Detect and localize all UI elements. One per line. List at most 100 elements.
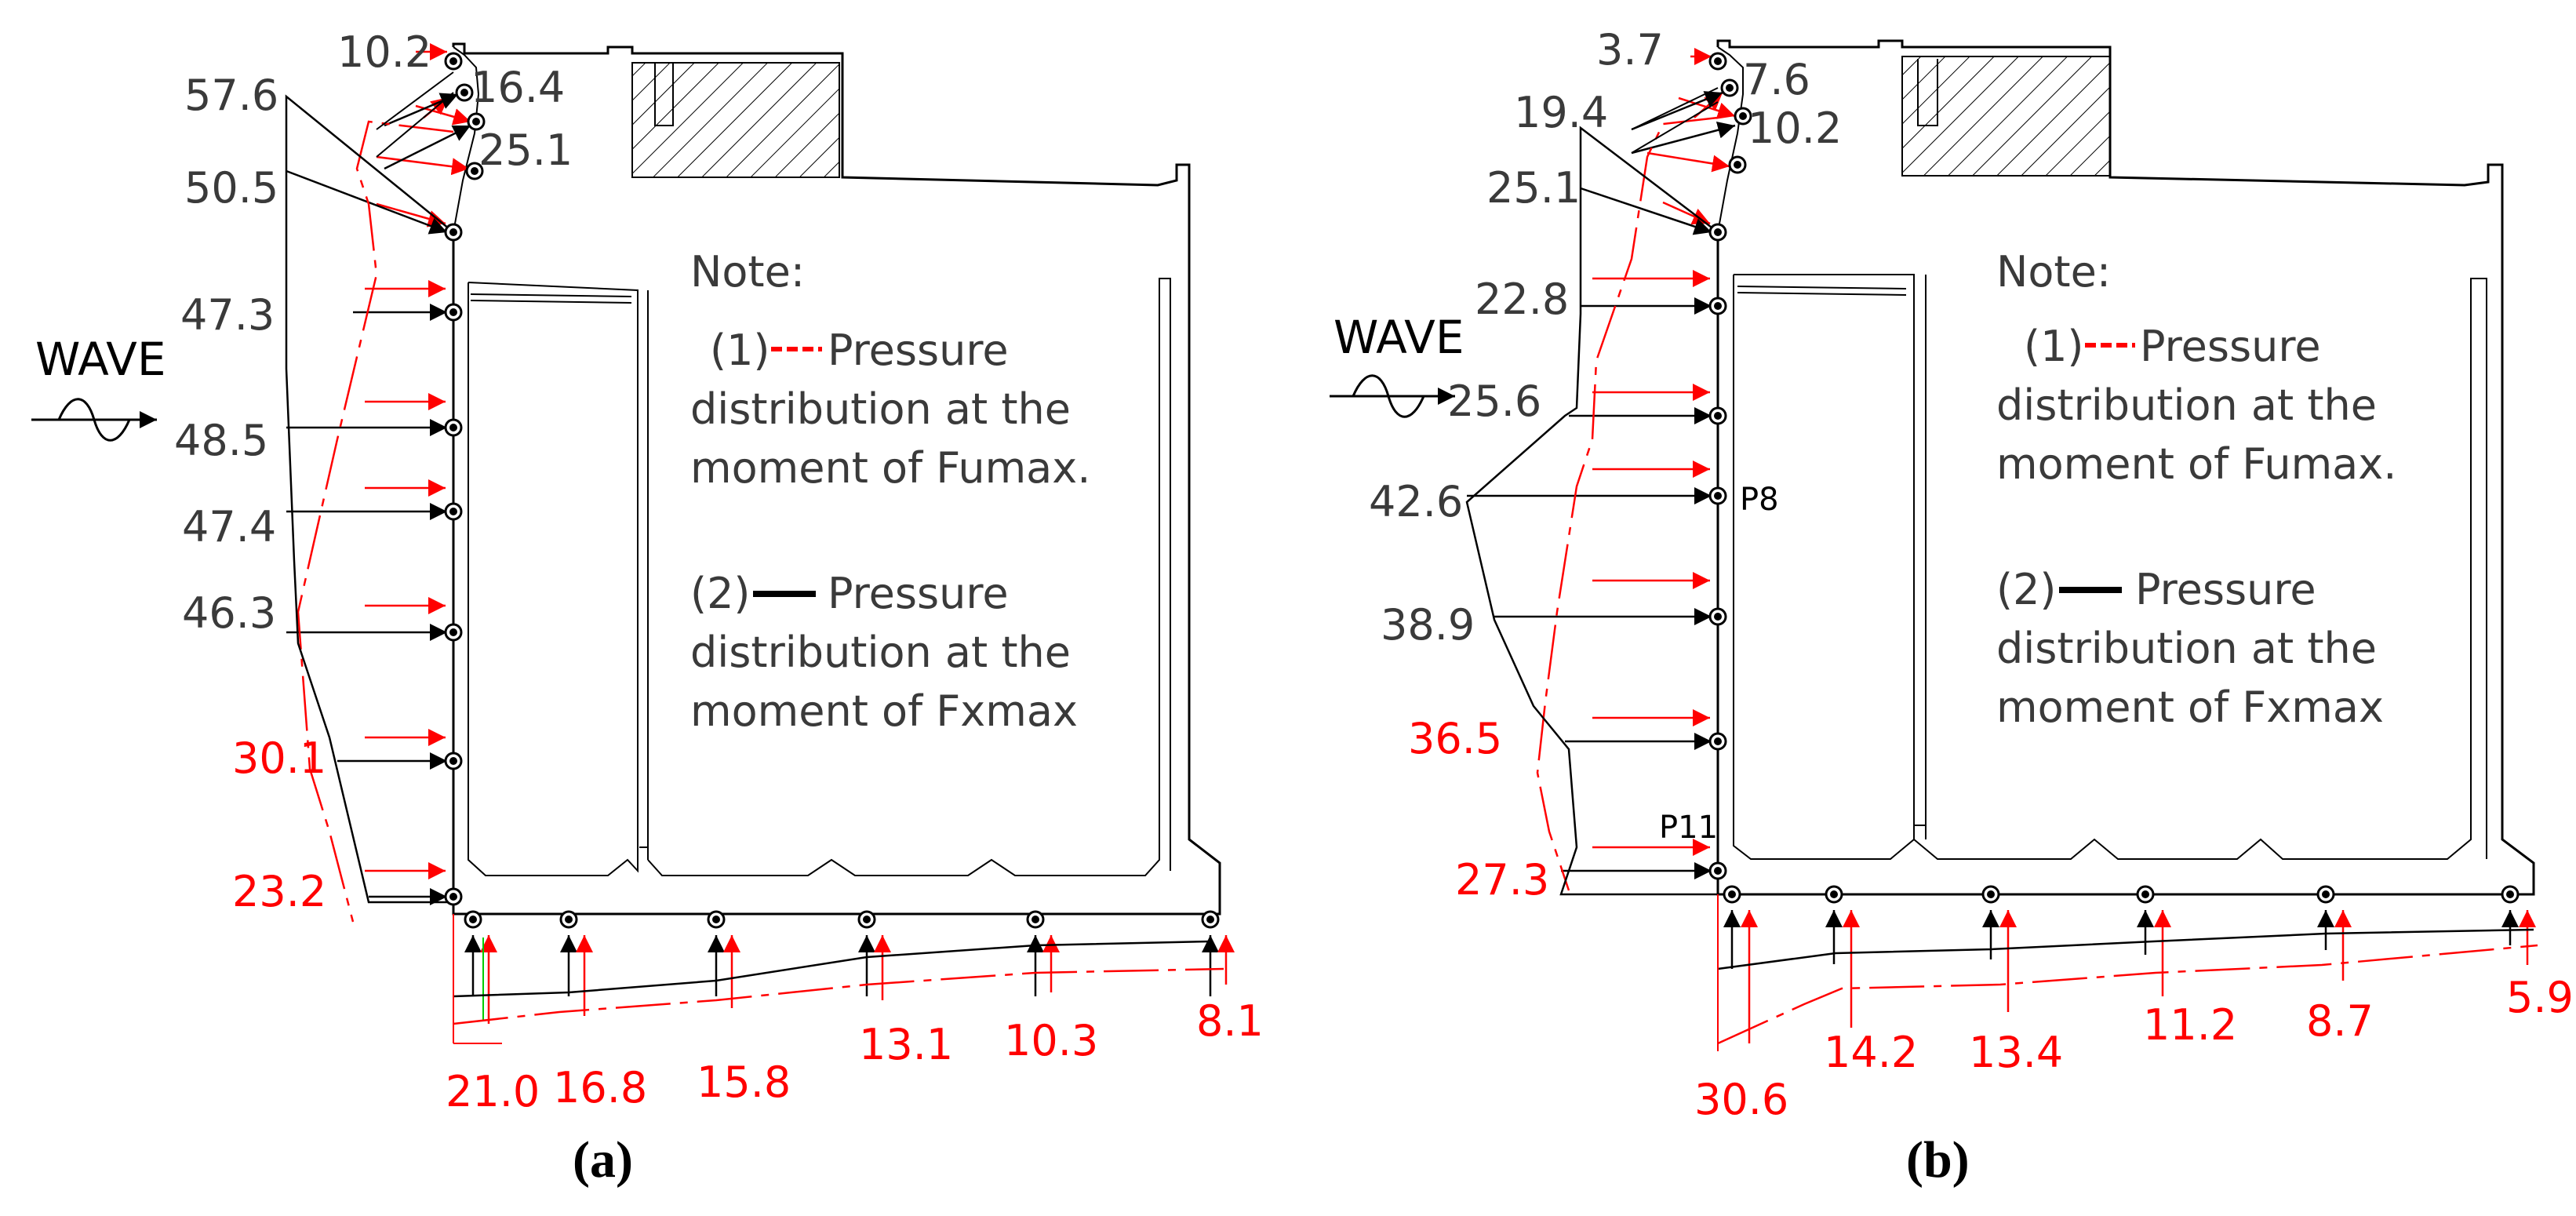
gauge-point-center: [1714, 57, 1722, 65]
note-item1-num: (1): [2024, 322, 2084, 371]
note-line1b: moment of Fumax.: [1996, 439, 2396, 489]
note-item2-num: (2): [690, 569, 751, 618]
gauge-point-center: [449, 628, 457, 636]
point-label-p8: P8: [1740, 482, 1779, 518]
base-labels-b: 30.6 14.2 13.4 11.2 8.7 5.9: [1694, 973, 2574, 1124]
base-left-red-a: [453, 914, 502, 1044]
base-label-b-1: 30.6: [1694, 1075, 1788, 1124]
fxmax-envelope-a: [285, 94, 454, 904]
point-labels-b: P8 P11: [1659, 482, 1779, 846]
label-b-p9: 38.9: [1381, 600, 1475, 650]
note-line2a: distribution at the: [690, 628, 1071, 677]
base-labels-a: 21.0 16.8 15.8 13.1 10.3 8.1: [446, 996, 1264, 1116]
label-a-p4: 57.6: [184, 71, 278, 120]
label-b-p4: 10.2: [1748, 104, 1842, 153]
gauge-point-center: [1714, 867, 1722, 875]
note-line1b: moment of Fumax.: [690, 443, 1090, 493]
note-item2-text: Pressure: [2135, 565, 2316, 614]
note-line2b: moment of Fxmax: [690, 686, 1078, 736]
base-label-a-5: 10.3: [1004, 1016, 1098, 1065]
label-a-p2: 16.4: [471, 63, 565, 112]
label-a-p1: 10.2: [337, 27, 431, 77]
base-label-b-5: 8.7: [2306, 996, 2374, 1046]
label-b-p8: 42.6: [1369, 477, 1463, 526]
upper-envelope-a: [376, 71, 454, 158]
base-envelope-red-a: [453, 967, 1224, 1025]
gauge-point-center: [471, 167, 478, 175]
label-b-p7: 25.6: [1447, 377, 1541, 426]
label-a-p10: 30.1: [232, 734, 326, 783]
note-line2b: moment of Fxmax: [1996, 683, 2384, 732]
label-b-p5: 25.1: [1486, 163, 1581, 213]
base-envelope-b: [1717, 928, 2534, 970]
base-label-a-2: 16.8: [553, 1063, 647, 1112]
black-arrow: [1580, 187, 1712, 235]
black-arrow: [384, 124, 471, 170]
gauge-point-center: [2322, 890, 2330, 898]
label-a-p11: 23.2: [232, 867, 326, 916]
gauge-point-center: [1714, 613, 1722, 621]
red-arrow: [1678, 96, 1736, 119]
base-envelope-a: [453, 940, 1211, 998]
gauge-point-center: [449, 57, 457, 65]
gauge-point-center: [1714, 228, 1722, 236]
gauge-point-center: [2141, 890, 2149, 898]
note-line1a: distribution at the: [690, 384, 1071, 434]
wall-labels-a: 10.2 16.4 25.1 57.6 50.5 47.3 48.5 47.4 …: [174, 27, 573, 916]
base-label-a-3: 15.8: [697, 1058, 791, 1107]
label-b-p1: 3.7: [1596, 25, 1664, 75]
label-a-p6: 47.3: [180, 290, 275, 340]
panel-a: WAVE Note: (1) Pressure distribution at …: [31, 27, 1264, 1189]
note-title: Note:: [690, 247, 805, 297]
note-item1-text: Pressure: [2140, 322, 2321, 371]
red-wall-arrows-a: [365, 43, 471, 879]
note-a: Note: (1) Pressure distribution at the m…: [690, 247, 1090, 736]
gauge-point-center: [863, 916, 871, 923]
label-b-p3: 19.4: [1514, 88, 1608, 137]
note-item2-text: Pressure: [828, 569, 1009, 618]
label-a-p8: 47.4: [182, 502, 276, 552]
gauge-point-center: [1714, 412, 1722, 420]
gauge-point-center: [449, 424, 457, 431]
base-envelope-red-b: [1717, 944, 2538, 1045]
gauge-point-center: [1726, 84, 1734, 92]
gauge-point-center: [449, 893, 457, 901]
gauge-point-center: [1714, 302, 1722, 310]
gauge-point-center: [469, 916, 477, 923]
gauge-point-center: [1987, 890, 1995, 898]
label-b-p2: 7.6: [1743, 55, 1810, 104]
gauge-point-center: [1206, 916, 1214, 923]
red-arrow: [376, 155, 470, 176]
red-arrow: [376, 202, 446, 228]
gauge-point-center: [1728, 890, 1736, 898]
gauge-point-center: [712, 916, 720, 923]
note-b: Note: (1) Pressure distribution at the m…: [1996, 247, 2396, 732]
caption-a: (a): [573, 1131, 633, 1189]
base-label-b-4: 11.2: [2143, 1000, 2237, 1050]
panel-b: WAVE Note: (1) Pressure distribution at …: [1330, 25, 2574, 1189]
red-arrow: [1646, 151, 1730, 173]
label-a-p5: 50.5: [184, 163, 278, 213]
black-arrow: [1631, 91, 1723, 131]
base-label-b-2: 14.2: [1824, 1028, 1918, 1077]
gauge-points-b: [1708, 52, 2520, 904]
point-label-p11: P11: [1659, 810, 1718, 846]
gauge-point-center: [449, 308, 457, 316]
base-label-b-3: 13.4: [1969, 1028, 2063, 1077]
gauge-point-center: [449, 508, 457, 515]
note-item1-num: (1): [710, 326, 770, 375]
base-arrows-b: [1723, 910, 2536, 1043]
base-label-a-6: 8.1: [1196, 996, 1264, 1046]
note-line2a: distribution at the: [1996, 624, 2377, 673]
label-a-p3: 25.1: [478, 126, 573, 175]
note-line1a: distribution at the: [1996, 380, 2377, 430]
wave-arrow-b: [1330, 374, 1455, 418]
label-b-p10: 36.5: [1408, 714, 1502, 763]
black-arrow: [1631, 122, 1736, 155]
wave-label-a: WAVE: [35, 333, 166, 386]
base-label-a-4: 13.1: [859, 1020, 953, 1069]
caisson-structure-b: [1716, 39, 2535, 896]
note-item2-num: (2): [1996, 565, 2057, 614]
label-b-p11: 27.3: [1455, 855, 1549, 905]
